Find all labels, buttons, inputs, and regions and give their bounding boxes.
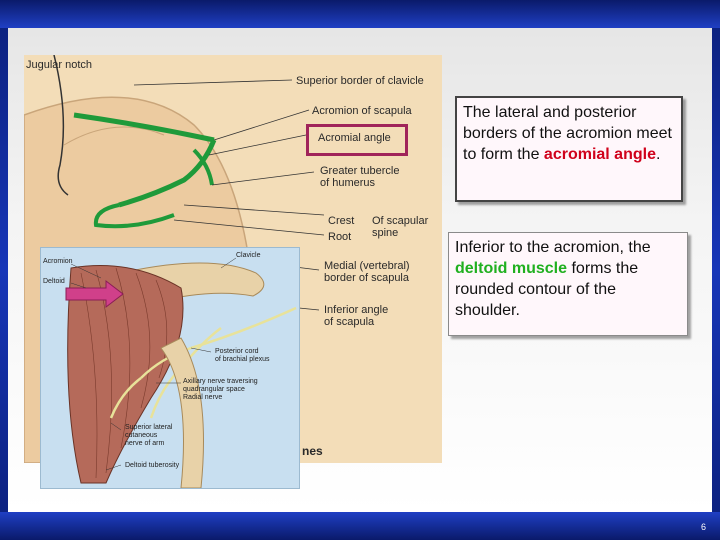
inset-label-deltoid-tuberosity: Deltoid tuberosity (125, 462, 180, 469)
deltoid-muscle-highlight: deltoid muscle (455, 260, 568, 277)
label-of-scapular-spine: Of scapular spine (372, 215, 429, 239)
top-band (0, 0, 720, 28)
inset-label-clavicle: Clavicle (236, 252, 261, 259)
acromial-angle-text-box: The lateral and posterior borders of the… (455, 96, 683, 202)
inset-label-axillary-nerve: Axillary nerve traversing quadrangular s… (183, 378, 258, 401)
deltoid-text-box: Inferior to the acromion, the deltoid mu… (448, 232, 688, 336)
inset-label-superior-lateral: Superior lateral cutaneous nerve of arm (125, 424, 173, 447)
label-root: Root (328, 231, 352, 243)
bottom-band (0, 512, 720, 540)
label-crest: Crest (328, 215, 355, 227)
label-medial-border: Medial (vertebral) border of scapula (324, 260, 410, 284)
label-acromial-angle: Acromial angle (318, 132, 391, 144)
label-partial-word: nes (302, 444, 323, 458)
inset-label-posterior-cord: Posterior cord of brachial plexus (215, 348, 270, 363)
deltoid-inset-figure: Acromion Deltoid Clavicle Posterior cord… (40, 247, 300, 489)
label-acromion-of-scapula: Acromion of scapula (312, 105, 412, 117)
text-box-2-end: forms the rounded contour of the shoulde… (455, 260, 639, 319)
text-box-1-body: The lateral and posterior borders of the… (463, 104, 672, 163)
acromial-angle-highlight: acromial angle (543, 146, 656, 163)
label-inferior-angle: Inferior angle of scapula (324, 304, 389, 328)
deltoid-drawing (65, 257, 297, 488)
text-box-1-end: . (655, 146, 661, 163)
page-number: 6 (700, 522, 706, 532)
acromial-angle-callout (306, 124, 408, 156)
text-box-2-body: Inferior to the acromion, the (455, 239, 651, 256)
label-superior-border-clavicle: Superior border of clavicle (296, 75, 424, 87)
label-jugular-notch: Jugular notch (26, 59, 93, 71)
label-greater-tubercle: Greater tubercle of humerus (320, 165, 400, 189)
pointer-arrow-icon (65, 279, 124, 309)
inset-label-acromion: Acromion (43, 258, 73, 265)
inset-label-deltoid: Deltoid (43, 278, 65, 285)
